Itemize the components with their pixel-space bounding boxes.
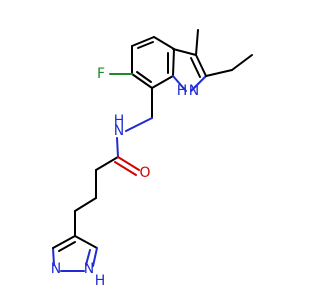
bond-aromatic-3 bbox=[136, 71, 152, 83]
amide-nitrogen-label: N bbox=[114, 123, 124, 139]
amide-hydrogen-label: H bbox=[114, 113, 125, 129]
molecule-canvas: F N H N H O N N H bbox=[51, 29, 253, 289]
bond-c7-c3 bbox=[172, 48, 197, 56]
bond-carbonyl-oxygen-2 bbox=[114, 161, 137, 176]
bond-ch2-nh bbox=[125, 117, 153, 132]
bond-carbonyl-oxygen-1 bbox=[117, 156, 140, 171]
bond-pyrazole-5 bbox=[52, 235, 76, 249]
bond-chain-2 bbox=[74, 197, 97, 212]
bond-nh-carbonyl bbox=[116, 137, 119, 158]
pyrazole-hydrogen-label: H bbox=[95, 273, 106, 289]
bond-c2-ethyl-1 bbox=[205, 69, 233, 77]
bond-c5-c6 bbox=[153, 36, 175, 50]
molecule-drawing: F N H N H O N N H bbox=[51, 29, 253, 289]
indole-hydrogen-label: H bbox=[177, 83, 188, 99]
indole-nitrogen-label: N bbox=[189, 83, 199, 99]
bond-pyrazole-double-2 bbox=[85, 249, 91, 266]
bond-pyrazole-4 bbox=[52, 247, 55, 266]
bond-c7a-c3a bbox=[131, 73, 153, 89]
bond-carbonyl-chain bbox=[95, 156, 119, 171]
fluorine-label: F bbox=[97, 66, 105, 82]
carbonyl-oxygen-label: O bbox=[139, 165, 150, 181]
bond-c7-c7a bbox=[151, 75, 174, 89]
bond-pyrazole-1 bbox=[74, 235, 98, 249]
bond-c3-c2-double bbox=[190, 57, 201, 78]
bond-c3-c2 bbox=[195, 54, 207, 77]
bond-c4-c5 bbox=[131, 36, 155, 47]
bond-n1-c7a bbox=[172, 75, 187, 92]
bond-c3-methyl bbox=[195, 29, 199, 56]
bond-aromatic-1 bbox=[137, 41, 154, 49]
pyrazole-nitrogen-top-label: N bbox=[84, 261, 94, 277]
bond-c2-n1 bbox=[190, 75, 207, 92]
bond-pyrazole-2 bbox=[92, 247, 98, 267]
pyrazole-nitrogen-bottom-label: N bbox=[51, 261, 61, 277]
bond-pyrazole-double-1 bbox=[58, 241, 76, 252]
bond-ethyl-2 bbox=[231, 54, 253, 71]
bond-c6-c7 bbox=[172, 48, 175, 77]
